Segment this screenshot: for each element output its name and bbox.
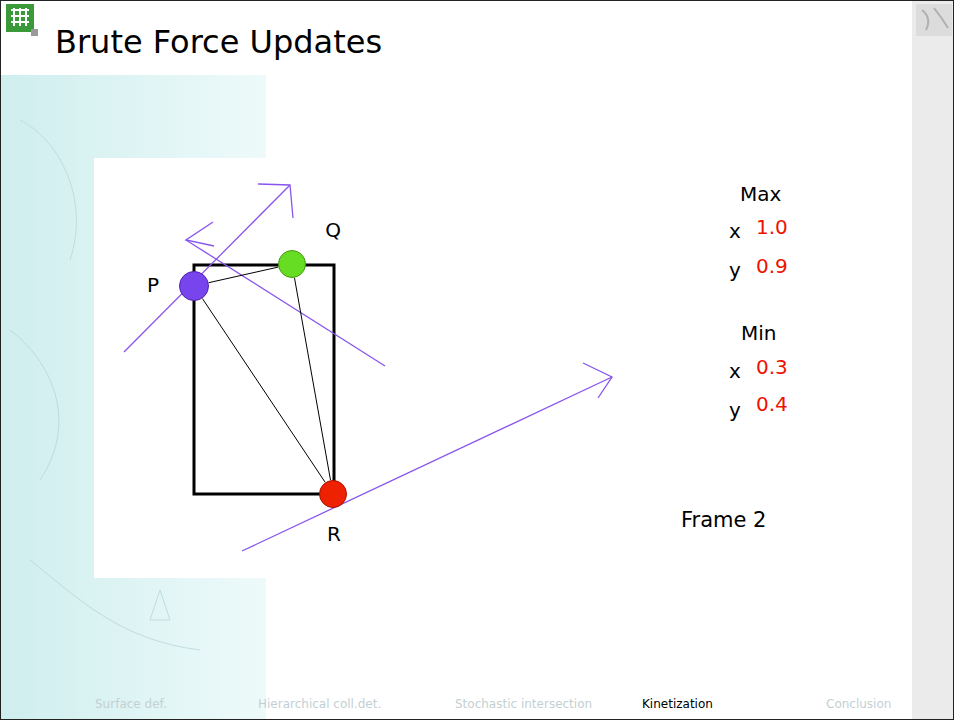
right-strip bbox=[912, 0, 954, 720]
nav-item: Surface def. bbox=[95, 698, 167, 712]
frame-counter: Frame 2 bbox=[681, 508, 766, 532]
column-heading: Min bbox=[741, 322, 777, 345]
nav-item: Stochastic intersection bbox=[455, 698, 592, 712]
point-circle: P bbox=[179, 271, 209, 301]
value: 0.4 bbox=[756, 393, 788, 416]
hull-edge bbox=[209, 267, 279, 283]
velocity-arrows bbox=[124, 184, 612, 551]
value: 0.3 bbox=[756, 356, 788, 379]
figure-ground bbox=[94, 158, 376, 578]
axis-name: x bbox=[729, 360, 741, 383]
nav-item: Conclusion bbox=[826, 698, 891, 712]
nav-item-active: Kinetization bbox=[642, 698, 713, 712]
point-label: P bbox=[147, 274, 159, 297]
hull-edge bbox=[294, 278, 330, 480]
value: 1.0 bbox=[756, 216, 788, 239]
point-circle: R bbox=[319, 480, 347, 508]
bounding-box bbox=[194, 265, 334, 494]
axis-name: y bbox=[729, 259, 741, 282]
column-heading: Max bbox=[740, 183, 781, 206]
slide-title: Brute Force Updates bbox=[55, 24, 382, 61]
axis-name: y bbox=[729, 399, 741, 422]
corner-image bbox=[916, 4, 952, 36]
logo bbox=[6, 4, 38, 36]
hull-edge bbox=[202, 298, 325, 482]
value: 0.9 bbox=[756, 255, 788, 278]
axis-name: x bbox=[729, 220, 741, 243]
point-label: Q bbox=[325, 219, 341, 242]
nav-item: Hierarchical coll.det. bbox=[258, 698, 381, 712]
point-label: R bbox=[327, 523, 341, 546]
point-circle: Q bbox=[278, 250, 306, 278]
